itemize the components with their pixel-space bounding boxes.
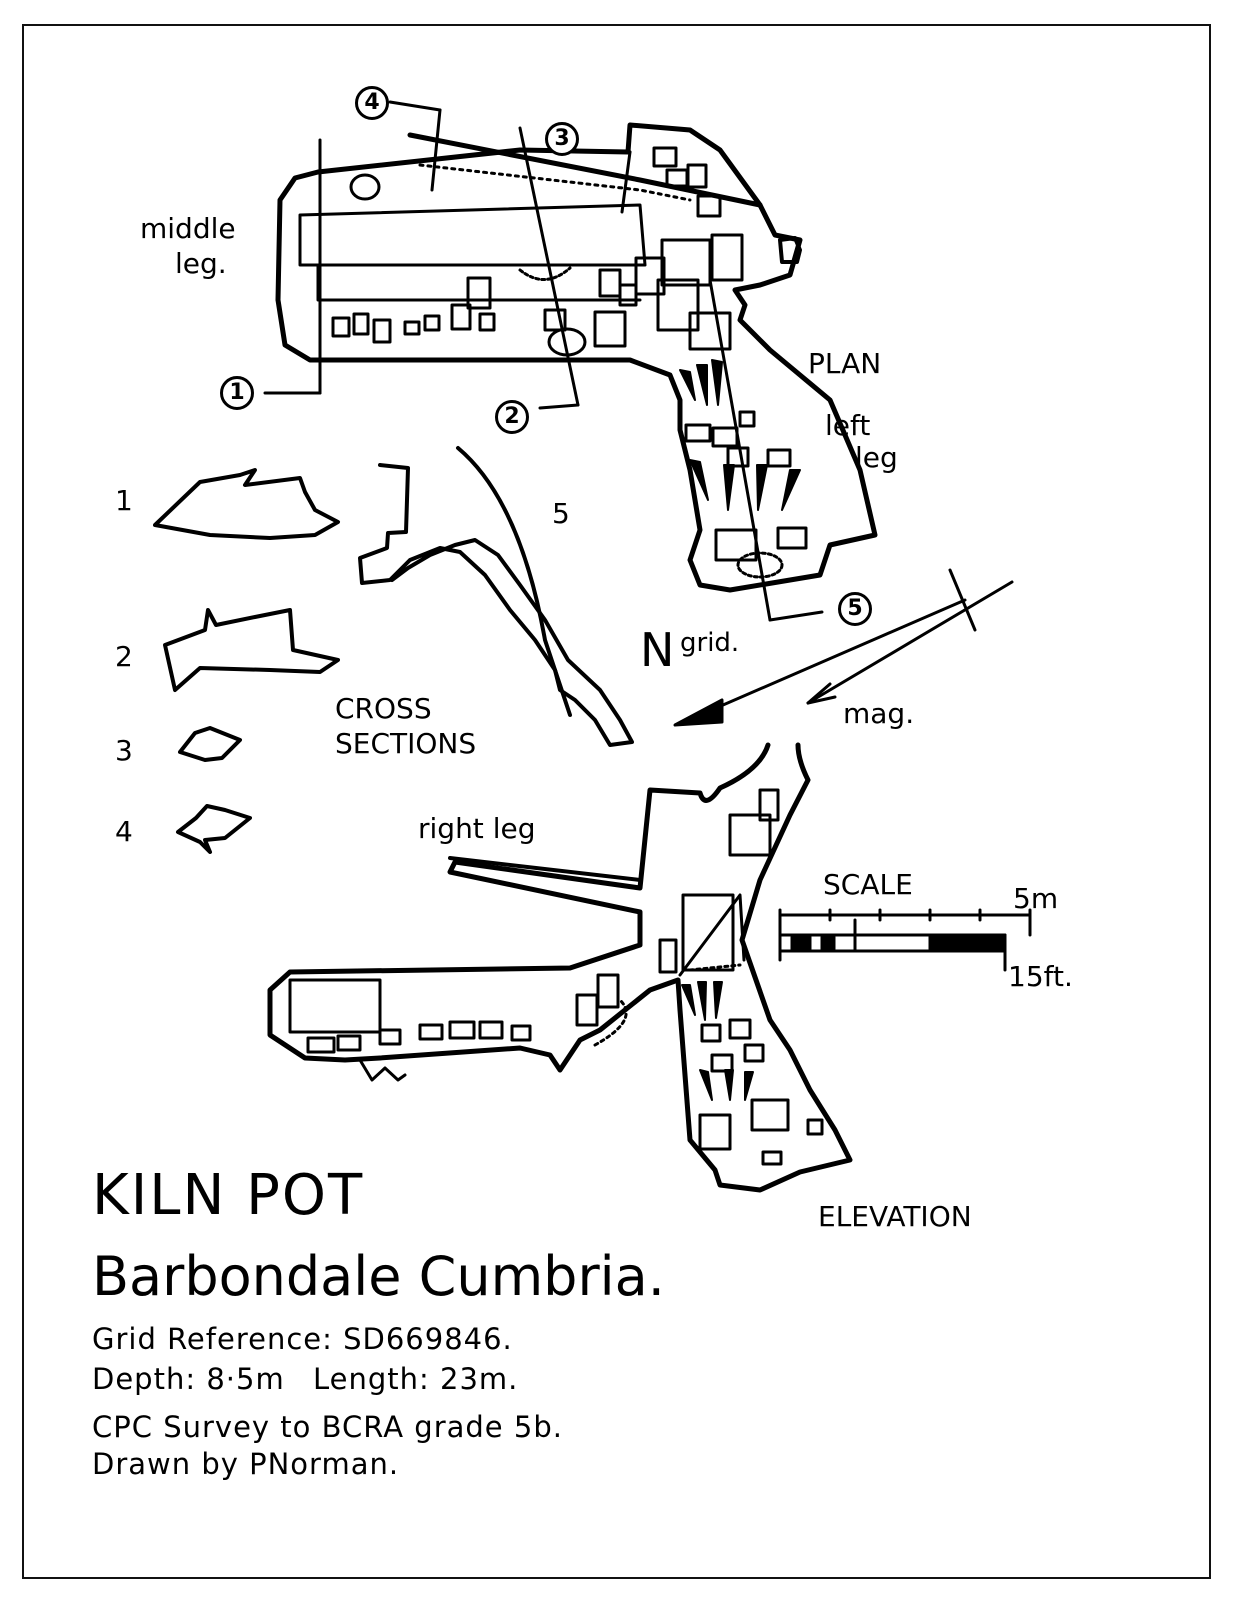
cross-section-number-1: 1 [115, 484, 133, 517]
cross-sections-label-2: SECTIONS [335, 727, 477, 760]
cross-section-5-wall [456, 446, 572, 717]
plan-dome [518, 266, 572, 281]
north-mag-label: mag. [843, 697, 915, 730]
north-mag-arrowhead [806, 682, 837, 705]
cross-section-number-2: 2 [115, 640, 133, 673]
cross-section-3 [178, 726, 242, 762]
elevation-diagonal [678, 893, 746, 977]
survey-grade: CPC Survey to BCRA grade 5b. [92, 1410, 563, 1444]
north-letter: N [640, 623, 675, 677]
elevation-shaft-wedges [681, 981, 754, 1101]
elevation-outline [267, 742, 853, 1193]
elevation-dotted-ceiling [593, 998, 628, 1047]
middle-leg-label: middle [140, 212, 236, 245]
north-grid-label: grid. [680, 628, 740, 658]
elevation-label: ELEVATION [818, 1200, 972, 1233]
map-title: KILN POT [92, 1163, 365, 1228]
plan-passage-outline [275, 122, 878, 593]
cross-section-2 [163, 608, 340, 692]
map-frame [22, 24, 1211, 1579]
drawn-by: Drawn by PNorman. [92, 1447, 400, 1481]
section-marker-3: 3 [545, 122, 579, 156]
plan-shaft-wedges [679, 359, 801, 511]
cross-section-number-3: 3 [115, 734, 133, 767]
cross-section-4 [176, 804, 252, 854]
scale-feet-label: 15ft. [1008, 960, 1073, 993]
plan-inner-passage [298, 203, 647, 267]
left-leg-label-2: leg [855, 441, 898, 474]
map-subtitle: Barbondale Cumbria. [92, 1245, 665, 1308]
section-marker-1: 1 [220, 376, 254, 410]
cross-section-number-5: 5 [552, 497, 570, 530]
north-grid-arrow [673, 698, 724, 727]
depth: Depth: 8·5m [92, 1362, 285, 1396]
elevation-boulders [288, 788, 824, 1166]
plan-label: PLAN [808, 347, 882, 380]
left-leg-label: left [825, 409, 871, 442]
section-marker-2: 2 [495, 400, 529, 434]
scale-meters-label: 5m [1013, 882, 1059, 915]
elevation-right-leg-top [448, 856, 642, 882]
plan-upper-inner [418, 163, 692, 202]
elevation-dotted-ceiling [688, 963, 742, 972]
plan-section-lines [263, 100, 824, 622]
right-leg-label: right leg [418, 812, 536, 845]
plan-inner-boundary [316, 263, 642, 302]
elevation-squiggle [358, 1058, 407, 1082]
north-grid-line [698, 598, 967, 717]
middle-leg-label-2: leg. [175, 247, 227, 280]
cross-section-number-4: 4 [115, 815, 133, 848]
north-tick [948, 568, 977, 632]
plan-pool [736, 551, 784, 579]
length: Length: 23m. [313, 1362, 519, 1396]
scale-label: SCALE [823, 868, 913, 901]
section-marker-5: 5 [838, 592, 872, 626]
cross-sections-label: CROSS [335, 692, 432, 725]
plan-sump [778, 236, 802, 264]
grid-reference: Grid Reference: SD669846. [92, 1322, 513, 1356]
plan-pool [349, 173, 381, 201]
north-mag-line [806, 580, 1014, 705]
section-marker-4: 4 [355, 86, 389, 120]
scale-bar [778, 908, 1032, 972]
plan-boulders [331, 146, 808, 562]
cross-section-1 [153, 468, 340, 540]
